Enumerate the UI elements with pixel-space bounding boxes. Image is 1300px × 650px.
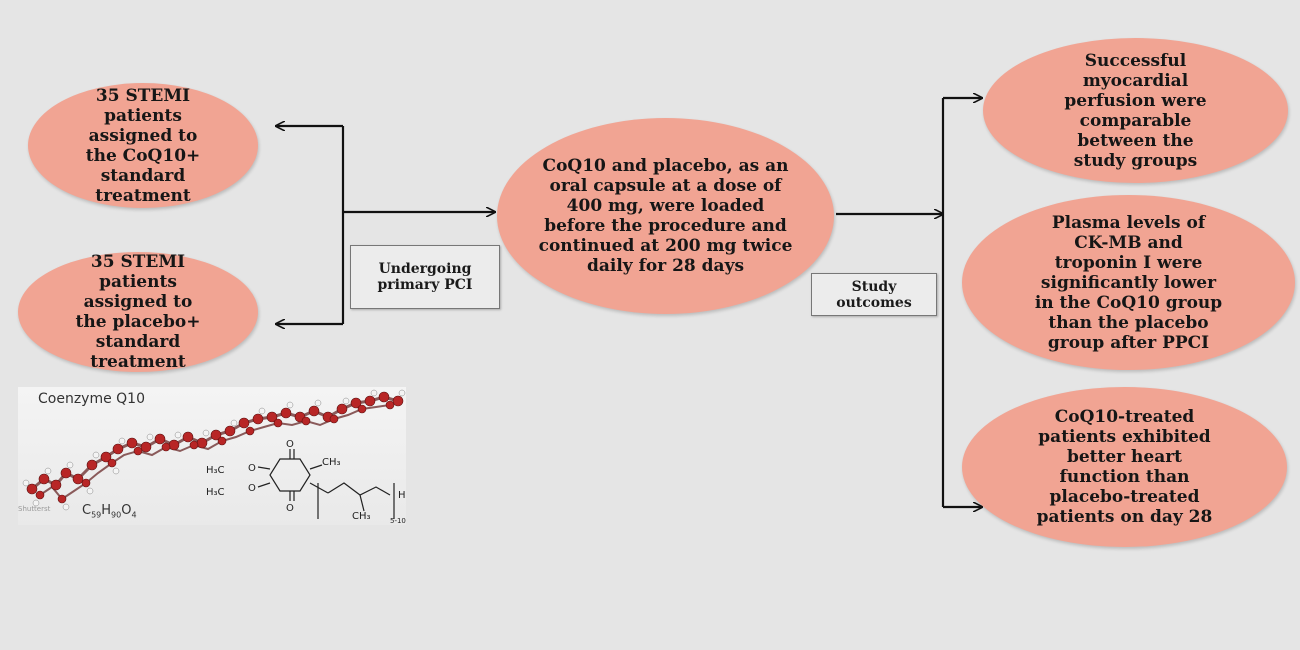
formula-h-sub: 90 [111, 510, 122, 520]
formula-c: C [82, 503, 92, 518]
molecule-label-ch3-chain: CH₃ [352, 511, 371, 522]
molecule-label-h3c-top: H₃C [206, 465, 225, 476]
formula-c-sub: 59 [91, 510, 102, 520]
node-placebo-group-text: 35 STEMI patients assigned to the placeb… [75, 252, 201, 372]
node-outcome-heart-function-text: CoQ10-treated patients exhibited better … [1036, 407, 1213, 527]
molecule-edge-text: Shutterst [18, 505, 51, 513]
molecule-label-o-bottom: O [286, 503, 294, 514]
node-intervention: CoQ10 and placebo, as an oral capsule at… [497, 118, 834, 314]
label-study-outcomes: Study outcomes [811, 273, 937, 316]
node-placebo-group: 35 STEMI patients assigned to the placeb… [18, 252, 258, 372]
molecule-label-h3c-bottom: H₃C [206, 487, 225, 498]
label-undergoing-primary-pci-text: Undergoing primary PCI [377, 261, 473, 293]
node-coq10-group: 35 STEMI patients assigned to the CoQ10+… [28, 83, 258, 208]
molecule-label-ch3-ring: CH₃ [322, 457, 341, 468]
node-intervention-text: CoQ10 and placebo, as an oral capsule at… [538, 156, 793, 276]
formula-o-sub: 4 [131, 510, 137, 520]
node-outcome-biomarkers: Plasma levels of CK-MB and troponin I we… [962, 195, 1295, 370]
node-outcome-perfusion: Successful myocardial perfusion were com… [983, 38, 1288, 183]
molecule-label-h: H [398, 490, 406, 501]
molecule-3d-model-image: H₃C O H₃C O O O CH₃ CH₃ H 5-10 [22, 389, 406, 525]
formula-o: O [121, 503, 132, 518]
label-undergoing-primary-pci: Undergoing primary PCI [350, 245, 500, 309]
formula-h: H [101, 503, 112, 518]
molecule-title: Coenzyme Q10 [38, 391, 145, 407]
molecule-label-o-left-bottom: O [248, 483, 256, 494]
label-study-outcomes-text: Study outcomes [836, 278, 912, 311]
molecule-label-repeat: 5-10 [390, 517, 406, 525]
molecule-formula: C59H90O4 [82, 503, 137, 520]
node-coq10-group-text: 35 STEMI patients assigned to the CoQ10+… [85, 85, 201, 206]
node-outcome-heart-function: CoQ10-treated patients exhibited better … [962, 387, 1287, 547]
molecule-label-o-top: O [286, 439, 294, 450]
coenzyme-q10-molecule-panel: Coenzyme Q10 [18, 387, 406, 525]
node-outcome-perfusion-text: Successful myocardial perfusion were com… [1064, 50, 1207, 171]
molecule-label-o-left-top: O [248, 463, 256, 474]
node-outcome-biomarkers-text: Plasma levels of CK-MB and troponin I we… [1034, 212, 1223, 353]
